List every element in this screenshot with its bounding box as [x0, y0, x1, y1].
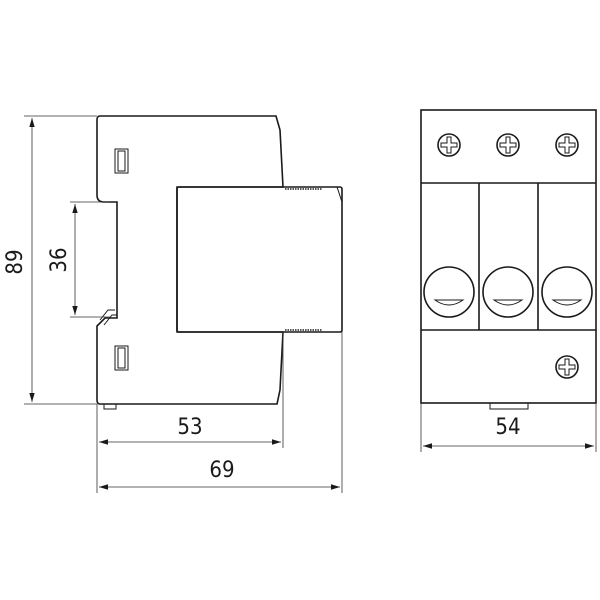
dimension-89-label: 89	[3, 249, 28, 274]
front-cover	[176, 186, 343, 333]
slot-bottom	[114, 345, 129, 371]
side-body-outline	[96, 115, 284, 405]
status-indicator-window	[541, 266, 593, 318]
status-indicator-window	[423, 266, 475, 318]
dimension-53-label: 53	[177, 415, 202, 440]
screw-icon	[555, 133, 579, 157]
slot-bottom-inner	[117, 347, 126, 369]
screw-icon	[496, 133, 520, 157]
slot-top	[114, 148, 129, 174]
front-body-outline	[420, 109, 597, 404]
screw-icon	[555, 355, 579, 379]
dimension-36-label: 36	[47, 247, 72, 272]
dimension-54-label: 54	[495, 415, 520, 440]
status-indicator-window	[482, 266, 534, 318]
side-view: 89 36 53 69	[3, 115, 343, 493]
dimension-69-label: 69	[209, 458, 234, 483]
cover-edge	[336, 186, 343, 332]
screw-icon	[437, 133, 461, 157]
front-view: 54	[420, 109, 597, 452]
slot-top-inner	[117, 150, 126, 172]
latch-tab	[489, 402, 529, 410]
latch-tab	[103, 403, 117, 410]
